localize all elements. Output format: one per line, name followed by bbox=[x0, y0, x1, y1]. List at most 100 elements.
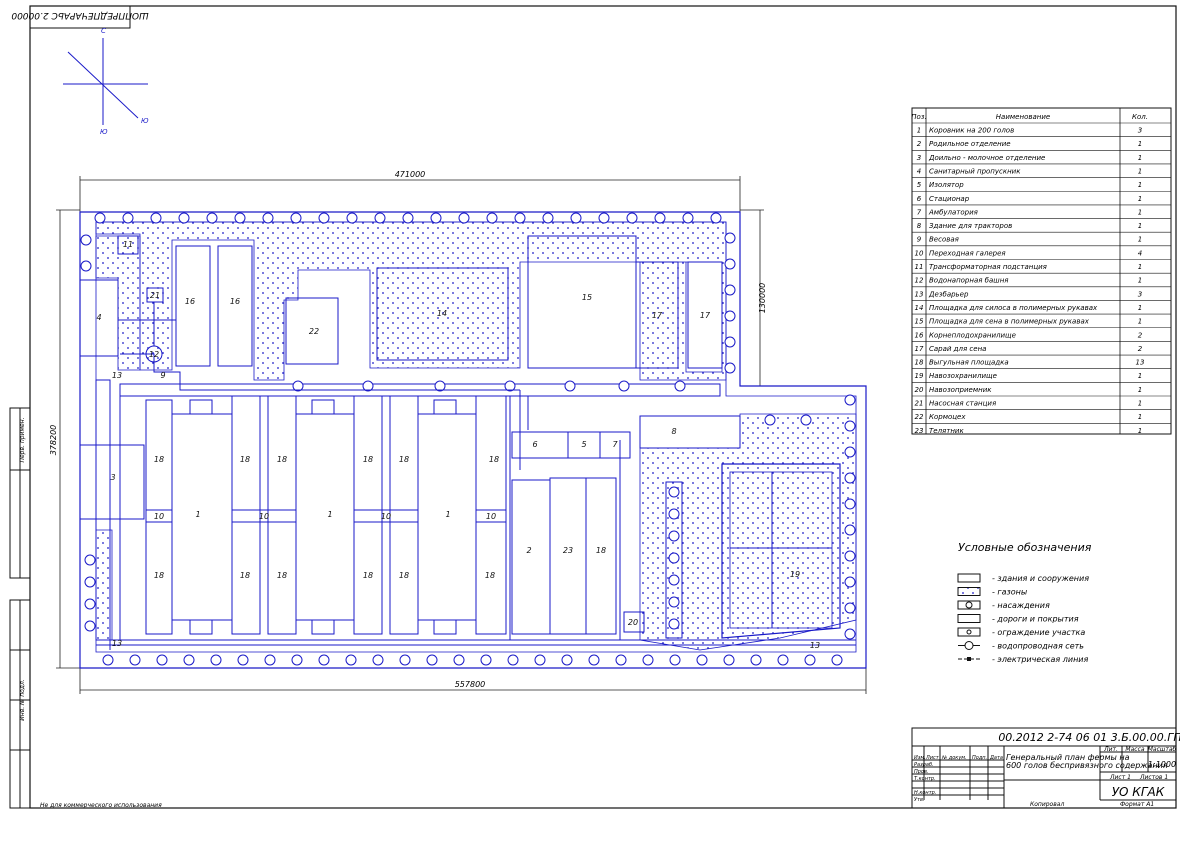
tree-icon bbox=[237, 654, 249, 666]
dim-bottom: 557800 bbox=[455, 680, 486, 689]
table-cell: 17 bbox=[915, 345, 924, 353]
tree-icon bbox=[84, 554, 96, 566]
tree-icon bbox=[804, 654, 816, 666]
tree-icon bbox=[486, 212, 498, 224]
tree-icon bbox=[290, 212, 302, 224]
trees bbox=[80, 212, 856, 666]
bottom-note: Не для коммерческого использования bbox=[40, 802, 162, 809]
tree-icon bbox=[318, 654, 330, 666]
compass-north: С bbox=[101, 27, 106, 35]
label-13b: 13 bbox=[112, 639, 122, 648]
tree-icon bbox=[434, 380, 446, 392]
table-cell: Здание для тракторов bbox=[929, 222, 1012, 230]
table-cell: 10 bbox=[915, 249, 924, 257]
tree-icon bbox=[696, 654, 708, 666]
tree-icon bbox=[262, 212, 274, 224]
side-stamp-text: Перв. примен. bbox=[19, 417, 26, 462]
tree-icon bbox=[374, 212, 386, 224]
tree-icon bbox=[844, 628, 856, 640]
tree-icon bbox=[458, 212, 470, 224]
label-1a: 1 bbox=[195, 510, 200, 519]
label-13c: 13 bbox=[810, 641, 820, 650]
tree-icon bbox=[534, 654, 546, 666]
tree-icon bbox=[831, 654, 843, 666]
table-cell: 2 bbox=[1138, 345, 1143, 353]
table-cell: 1 bbox=[1138, 318, 1142, 326]
tree-icon bbox=[668, 486, 680, 498]
table-cell: 1 bbox=[1138, 140, 1142, 148]
compass-east: Ю bbox=[141, 117, 149, 125]
table-cell: 5 bbox=[917, 181, 922, 189]
table-head-qty: Кол. bbox=[1132, 113, 1148, 121]
table-cell: 1 bbox=[1138, 427, 1142, 435]
table-cell: 13 bbox=[915, 290, 924, 298]
label-22: 22 bbox=[309, 327, 319, 336]
title-block bbox=[911, 727, 1177, 809]
legend-item: - электрическая линия bbox=[958, 655, 1089, 664]
tree-icon bbox=[668, 574, 680, 586]
legend-label: - дороги и покрытия bbox=[992, 615, 1079, 624]
table-head-name: Наименование bbox=[996, 113, 1050, 121]
title-block-label: Пров. bbox=[914, 769, 929, 775]
table-cell: 3 bbox=[917, 154, 921, 162]
table-cell: Телятник bbox=[929, 427, 964, 435]
table-cell: 19 bbox=[915, 372, 924, 380]
tree-icon bbox=[618, 380, 630, 392]
label-18: 18 bbox=[363, 455, 373, 464]
tree-icon bbox=[150, 212, 162, 224]
legend-title: Условные обозначения bbox=[958, 541, 1092, 554]
organization: УО КГАК bbox=[1112, 785, 1165, 799]
tree-icon bbox=[561, 654, 573, 666]
table-cell: 14 bbox=[915, 304, 924, 312]
table-cell: 2 bbox=[1138, 331, 1143, 339]
label-3: 3 bbox=[110, 473, 115, 482]
table-cell: Санитарный пропускник bbox=[929, 167, 1021, 175]
top-stamp-text: ШОППРЕДПЕЧАРАЬС 2.00000 bbox=[11, 10, 149, 20]
head-scale: Масштаб bbox=[1148, 746, 1177, 753]
table-cell: Водонапорная башня bbox=[929, 277, 1008, 285]
dim-top: 471000 bbox=[395, 170, 426, 179]
tree-icon bbox=[84, 598, 96, 610]
label-18: 18 bbox=[277, 571, 287, 580]
tree-icon bbox=[80, 234, 92, 246]
tree-icon bbox=[345, 654, 357, 666]
table-cell: 1 bbox=[1138, 208, 1142, 216]
tree-icon bbox=[84, 576, 96, 588]
legend-item: - ограждение участка bbox=[957, 627, 1085, 637]
tree-icon bbox=[84, 620, 96, 632]
tree-icon bbox=[399, 654, 411, 666]
tree-icon bbox=[210, 654, 222, 666]
tree-icon bbox=[654, 212, 666, 224]
label-2: 2 bbox=[526, 546, 531, 555]
label-10b: 10 bbox=[259, 512, 269, 521]
table-cell: 3 bbox=[1138, 127, 1142, 135]
label-4: 4 bbox=[96, 313, 101, 322]
label-1b: 1 bbox=[327, 510, 332, 519]
tree-icon bbox=[514, 212, 526, 224]
tree-icon bbox=[626, 212, 638, 224]
legend-label: - насаждения bbox=[992, 601, 1050, 610]
table-cell: Амбулатория bbox=[928, 208, 978, 216]
label-18r: 18 bbox=[596, 546, 606, 555]
tree-icon bbox=[724, 284, 736, 296]
tree-icon bbox=[102, 654, 114, 666]
title-block-label: Дата bbox=[989, 755, 1003, 761]
legend-item: - дороги и покрытия bbox=[957, 614, 1079, 624]
label-21: 21 bbox=[150, 291, 160, 300]
tree-icon bbox=[183, 654, 195, 666]
dimension-lines bbox=[56, 176, 867, 694]
label-17a: 17 bbox=[652, 311, 663, 320]
tree-icon bbox=[750, 654, 762, 666]
table-cell: Весовая bbox=[929, 236, 959, 244]
title-block-label: Н.контр. bbox=[914, 790, 936, 796]
label-18: 18 bbox=[399, 455, 409, 464]
tree-icon bbox=[504, 380, 516, 392]
tree-icon bbox=[844, 550, 856, 562]
tree-icon bbox=[346, 212, 358, 224]
tree-icon bbox=[844, 602, 856, 614]
table-head-pos: Поз. bbox=[911, 113, 927, 121]
tree-icon bbox=[234, 212, 246, 224]
water-network bbox=[118, 302, 521, 470]
